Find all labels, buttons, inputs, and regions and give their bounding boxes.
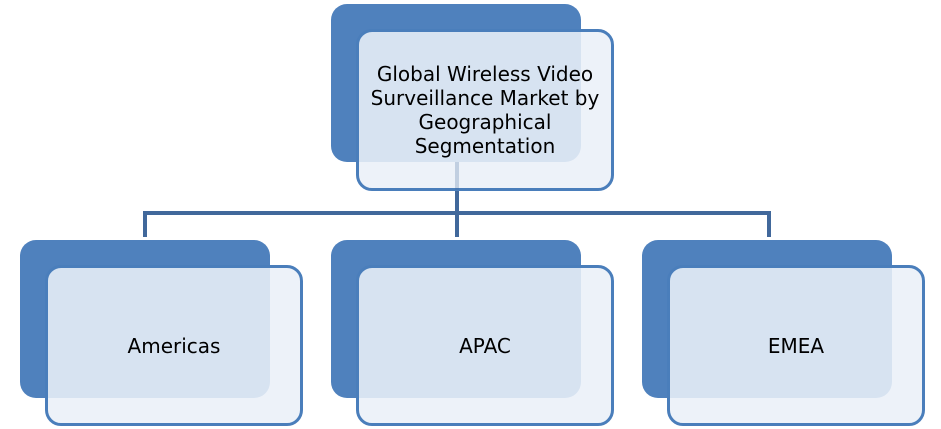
emea-node-label: EMEA: [767, 333, 825, 358]
connector-root-through: [455, 162, 459, 190]
apac-node: APAC: [356, 265, 614, 426]
apac-node-label: APAC: [459, 333, 511, 358]
connector-americas: [143, 211, 147, 237]
americas-node-label: Americas: [127, 333, 221, 358]
root-node-label: Global Wireless Video Surveillance Marke…: [370, 62, 600, 158]
root-node: Global Wireless Video Surveillance Marke…: [356, 29, 614, 191]
emea-node: EMEA: [667, 265, 925, 426]
americas-node: Americas: [45, 265, 303, 426]
connector-root-down: [455, 190, 459, 214]
connector-apac: [455, 211, 459, 237]
connector-emea: [767, 211, 771, 237]
